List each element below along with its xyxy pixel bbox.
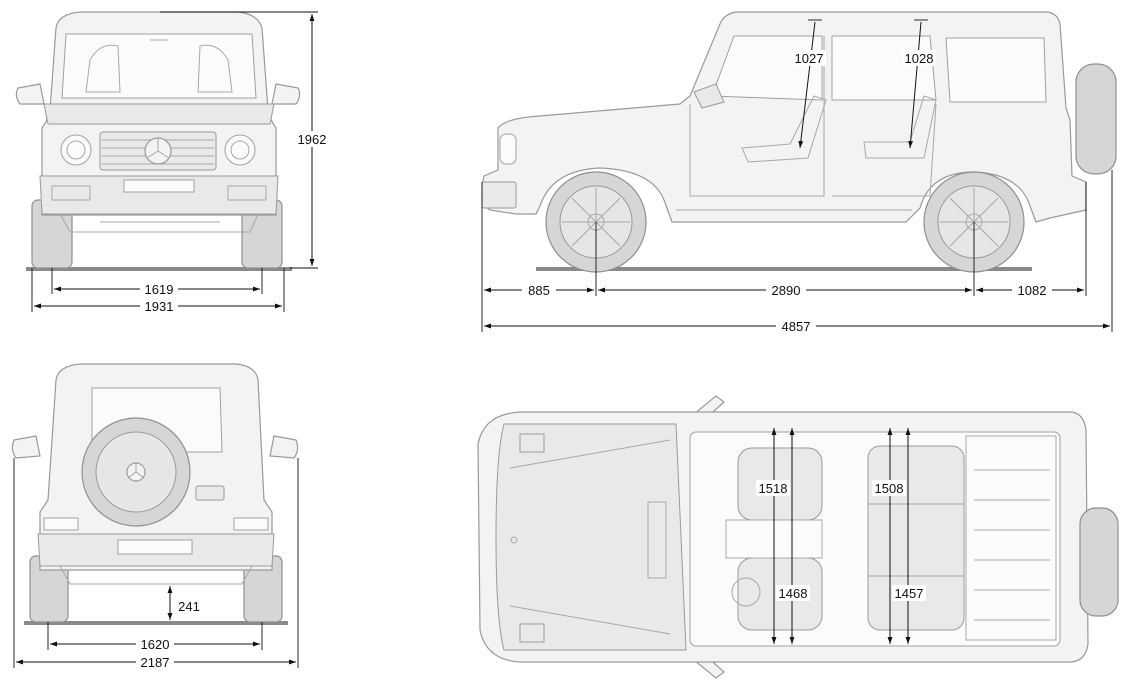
front-width-label: 1931 bbox=[145, 299, 174, 314]
front-view bbox=[15, 11, 301, 271]
front-view-dimensions: 1962 1619 1931 bbox=[31, 11, 328, 314]
overall-length-label: 4857 bbox=[782, 319, 811, 334]
front-height-label: 1962 bbox=[298, 132, 327, 147]
front-hip-width-label: 1468 bbox=[779, 586, 808, 601]
rear-shoulder-width-label: 1508 bbox=[875, 481, 904, 496]
rear-track-label: 1620 bbox=[141, 637, 170, 652]
wheelbase-label: 2890 bbox=[772, 283, 801, 298]
rear-view bbox=[11, 363, 299, 625]
rear-view-dimensions: 241 1620 2187 bbox=[13, 458, 299, 670]
front-overhang-label: 885 bbox=[528, 283, 550, 298]
side-view-dimensions: 1027 1028 885 2890 1082 4857 bbox=[481, 19, 1113, 334]
width-with-mirrors-label: 2187 bbox=[141, 655, 170, 670]
top-view bbox=[477, 395, 1119, 679]
ground-clearance-label: 241 bbox=[178, 599, 200, 614]
top-view-dimensions: 1518 1468 1508 1457 bbox=[756, 428, 926, 644]
rear-headroom-label: 1028 bbox=[905, 51, 934, 66]
rear-hip-width-label: 1457 bbox=[895, 586, 924, 601]
front-shoulder-width-label: 1518 bbox=[759, 481, 788, 496]
front-track-label: 1619 bbox=[145, 282, 174, 297]
front-headroom-label: 1027 bbox=[795, 51, 824, 66]
rear-overhang-label: 1082 bbox=[1018, 283, 1047, 298]
